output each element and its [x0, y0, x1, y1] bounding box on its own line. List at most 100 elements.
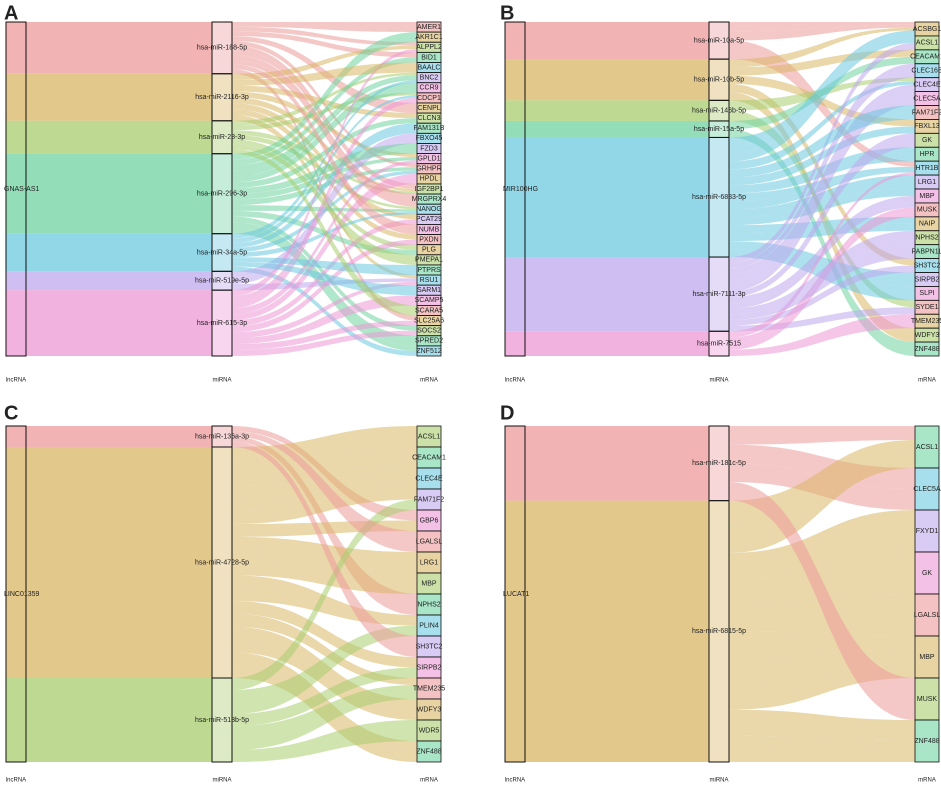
lncrna-node [5, 425, 27, 763]
mrna-label: NPHS2 [915, 235, 938, 242]
mrna-label: ACSBG1 [913, 26, 941, 33]
mrna-label: CEACAM1 [412, 454, 446, 461]
axis-label: mRNA [420, 378, 438, 384]
link-mir-mrna [729, 129, 915, 356]
link-mir-mrna [729, 426, 915, 445]
lnc-segment [505, 137, 525, 258]
link-mir-mrna [729, 98, 915, 292]
lnc-segment [6, 153, 26, 234]
mir-segment [709, 137, 729, 258]
mrna-label: AMER1 [417, 24, 441, 31]
link-mir-mrna [729, 230, 915, 315]
lncrna-node [504, 425, 526, 763]
link-mir-mrna [729, 244, 915, 320]
link-mir-mrna [232, 143, 417, 194]
mrna-label: GK [922, 570, 932, 577]
mrna-label: MBP [919, 654, 935, 661]
link-lnc-mir [525, 426, 709, 501]
link-mir-mrna [232, 261, 417, 296]
mrna-node [914, 551, 940, 595]
mrna-label: CLEC16B [911, 68, 941, 75]
link-mir-mrna [232, 295, 417, 345]
mrna-label: TMEM235 [413, 685, 445, 692]
mrna-label: FAM131B [414, 125, 445, 132]
link-lnc-mir [26, 426, 212, 447]
link-mir-mrna [232, 320, 417, 351]
lnc-segment [6, 290, 26, 356]
link-mir-mrna [729, 133, 915, 298]
mrna-label: SCAMP5 [415, 297, 444, 304]
axis-label: lncRNA [6, 778, 26, 784]
link-mir-mrna [232, 32, 417, 160]
link-mir-mrna [729, 49, 915, 76]
mrna-label: BID1 [421, 54, 437, 61]
mrna-label: MRGPRX4 [412, 196, 447, 203]
link-mir-mrna [232, 257, 417, 276]
panel-letter: B [500, 2, 514, 24]
mirna-label: hsa-miR-188-5p [197, 45, 247, 52]
mrna-label: CLCN3 [418, 115, 441, 122]
link-mir-mrna [232, 667, 417, 726]
mrna-label: FBXL13 [914, 123, 939, 130]
mrna-label: SH3TC2 [416, 643, 443, 650]
link-mir-mrna [729, 195, 915, 303]
lncrna-label: GNAS-AS1 [4, 186, 40, 193]
link-mir-mrna [729, 594, 915, 636]
link-mir-mrna [232, 630, 417, 714]
mrna-label: FXYD1 [916, 528, 939, 535]
link-mir-mrna [232, 639, 417, 720]
mrna-label: ZNF488 [914, 346, 939, 353]
mrna-node [914, 341, 940, 357]
mir-segment [709, 500, 729, 762]
mrna-label: GPLD1 [418, 155, 441, 162]
link-lnc-mir [26, 233, 212, 272]
axis-label: mRNA [420, 778, 438, 784]
link-mir-mrna [232, 57, 417, 166]
mirna-label: hsa-miR-296-3p [197, 191, 247, 198]
link-mir-mrna [232, 219, 417, 327]
link-mir-mrna [232, 330, 417, 356]
link-mir-mrna [232, 281, 417, 339]
link-lnc-mir [525, 100, 709, 121]
mrna-label: ALPPL2 [416, 44, 442, 51]
link-mir-mrna [729, 63, 915, 269]
mrna-label: SIRPB2 [915, 276, 940, 283]
mrna-label: FAM71F2 [414, 496, 444, 503]
mir-segment [709, 331, 729, 356]
panel-b: BACSBG1ACSL1CEACAM1CLEC16BCLEC4ECLEC5AFA… [500, 2, 941, 383]
mirna-label: hsa-miR-615-3p [197, 320, 247, 327]
link-mir-mrna [232, 601, 417, 668]
link-lnc-mir [525, 120, 709, 138]
link-mir-mrna [729, 49, 915, 167]
link-mir-mrna [232, 139, 417, 250]
mrna-node [416, 345, 442, 357]
link-mir-mrna [232, 549, 417, 584]
lnc-segment [6, 120, 26, 154]
link-mir-mrna [232, 22, 417, 33]
mrna-node [914, 719, 940, 763]
link-lnc-mir [26, 447, 212, 678]
mirna-label: hsa-miR-136a-3p [195, 433, 249, 440]
lncrna-label: LINC01359 [4, 591, 40, 598]
mir-segment [212, 290, 232, 356]
link-mir-mrna [232, 144, 417, 265]
mrna-label: FBXO45 [416, 135, 443, 142]
mrna-label: ACSL1 [916, 40, 938, 47]
link-mir-mrna [232, 85, 417, 119]
link-mir-mrna [729, 709, 915, 741]
mrna-label: CLEC4E [913, 81, 941, 88]
lnc-segment [6, 447, 26, 678]
mir-segment [212, 271, 232, 291]
link-mir-mrna [729, 265, 915, 326]
link-mir-mrna [232, 227, 417, 351]
link-mir-mrna [729, 27, 915, 68]
mirna-label: hsa-miR-4728-5p [195, 559, 249, 566]
mrna-label: PMEPA1 [415, 257, 443, 264]
mrna-label: CCR9 [419, 85, 438, 92]
mir-segment [709, 22, 729, 60]
mrna-label: CLEC5A [913, 95, 941, 102]
mrna-label: CENPL [417, 105, 440, 112]
mrna-node [914, 425, 940, 469]
axis-label: mRNA [918, 778, 936, 784]
